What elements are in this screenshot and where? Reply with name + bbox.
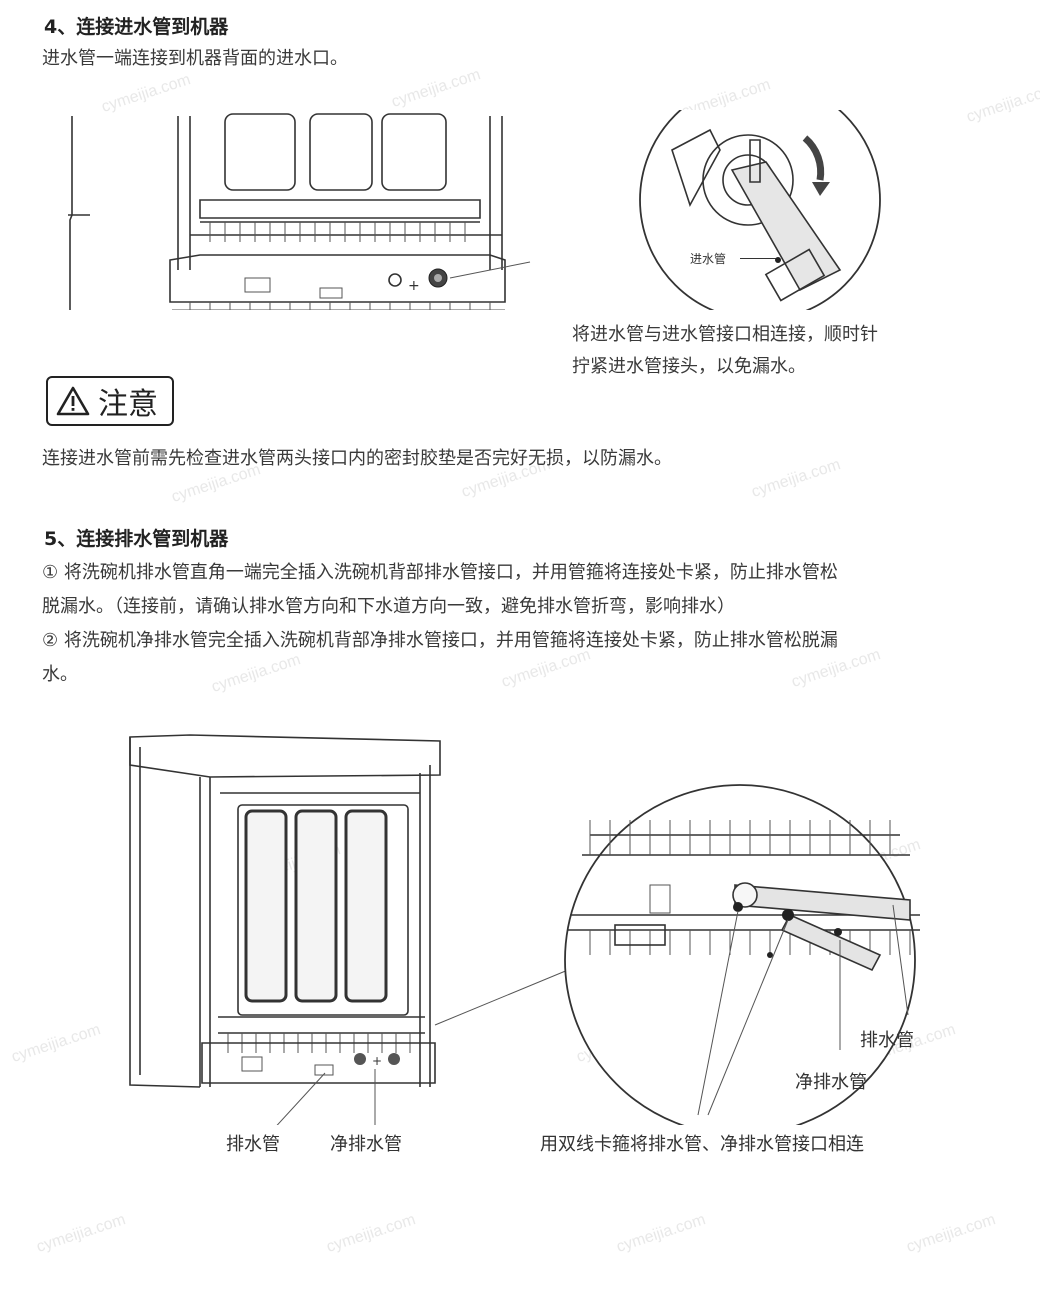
section4-caption-line1: 将进水管与进水管接口相连接，顺时针 [572,324,878,345]
section5-step2-line1: ② 将洗碗机净排水管完全插入洗碗机背部净排水管接口，并用管箍将连接处卡紧，防止排… [42,630,838,651]
watermark: cymeijia.com [324,1211,418,1256]
section5-step1-line2: 脱漏水。（连接前，请确认排水管方向和下水道方向一致，避免排水管折弯，影响排水） [42,596,735,617]
inlet-inset-detail [639,110,881,310]
section4-caption-line2: 拧紧进水管接头，以免漏水。 [572,356,806,377]
section4-intro: 进水管一端连接到机器背面的进水口。 [42,48,348,69]
section5-step1-line1: ① 将洗碗机排水管直角一端完全插入洗碗机背部排水管接口，并用管箍将连接处卡紧，防… [42,562,838,583]
dishwasher-back-view: + [129,734,581,1125]
inset-drain-hose-label: 排水管 [860,1030,914,1051]
notice-text: 连接进水管前需先检查进水管两头接口内的密封胶垫是否完好无损，以防漏水。 [42,448,672,469]
watermark: cymeijia.com [34,1211,128,1256]
inset-inlet-hose-label: 进水管 [690,252,727,266]
notice-box: 注意 [46,376,174,426]
watermark: cymeijia.com [209,651,303,696]
inset-label-leader [740,258,776,259]
warning-triangle-icon [56,386,90,416]
watermark: cymeijia.com [389,66,483,111]
machine-back-partial: + [68,113,531,310]
inset-clean-drain-hose-label: 净排水管 [795,1072,867,1093]
section5-heading: 5、连接排水管到机器 [44,528,229,550]
drain-inset-detail [564,784,920,1125]
watermark: cymeijia.com [749,456,843,501]
svg-text:+: + [408,278,420,294]
watermark: cymeijia.com [904,1211,998,1256]
drain-hose-label: 排水管 [226,1134,280,1155]
inlet-hose-illustration: + [68,110,881,310]
drain-hose-illustration: + [129,734,920,1125]
watermark: cymeijia.com [964,81,1040,126]
section4-heading: 4、连接进水管到机器 [44,16,229,38]
svg-text:+: + [372,1054,382,1068]
notice-title: 注意 [98,387,158,422]
section5-caption: 用双线卡箍将排水管、净排水管接口相连 [540,1134,864,1155]
watermark: cymeijia.com [614,1211,708,1256]
watermark: cymeijia.com [9,1021,103,1066]
clean-drain-hose-label: 净排水管 [330,1134,402,1155]
section5-step2-line2: 水。 [42,664,78,685]
